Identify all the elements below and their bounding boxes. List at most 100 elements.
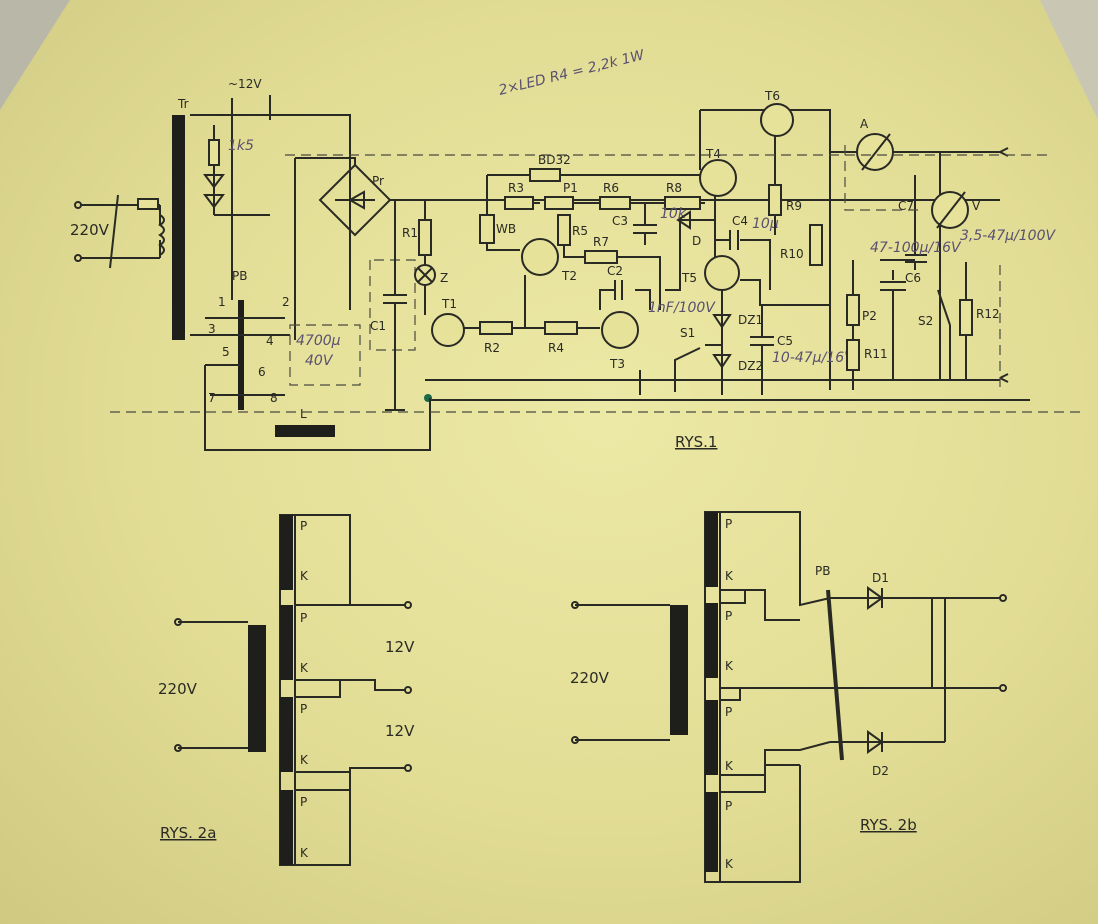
pin-3: 3 bbox=[208, 322, 216, 336]
c7-label: C7 bbox=[898, 199, 914, 213]
pb-label: PB bbox=[232, 269, 247, 283]
resistor-bd bbox=[529, 168, 561, 182]
primary-core bbox=[670, 605, 688, 735]
t2-label: T2 bbox=[561, 269, 577, 283]
winding-k: K bbox=[300, 661, 309, 675]
rys2a-12v-label-1: 12V bbox=[385, 638, 415, 656]
resistor-r3 bbox=[504, 196, 534, 210]
transformer-label: Tr bbox=[177, 97, 189, 111]
s2-label: S2 bbox=[918, 314, 933, 328]
rys2b-mains-label: 220V bbox=[570, 669, 610, 687]
c1-label: C1 bbox=[370, 319, 386, 333]
dz2-label: DZ2 bbox=[738, 359, 763, 373]
ammeter-label: A bbox=[860, 117, 869, 131]
rys2b-caption: RYS. 2b bbox=[860, 816, 917, 834]
rys2a-12v-label-2: 12V bbox=[385, 722, 415, 740]
winding-p: P bbox=[300, 795, 307, 809]
transistor-t1 bbox=[431, 313, 465, 347]
pin-8: 8 bbox=[270, 391, 278, 405]
d1-label: D1 bbox=[872, 571, 889, 585]
choke-label: L bbox=[300, 407, 307, 421]
rys2a-mains-label: 220V bbox=[158, 680, 198, 698]
resistor-r9 bbox=[768, 184, 782, 216]
switch-pb[interactable] bbox=[238, 300, 244, 410]
voltmeter-label: V bbox=[972, 199, 981, 213]
winding-k: K bbox=[300, 569, 309, 583]
resistor-r8 bbox=[664, 196, 701, 210]
winding-p: P bbox=[300, 519, 307, 533]
resistor-r10 bbox=[809, 224, 823, 266]
winding-k: K bbox=[725, 857, 734, 871]
pin-2: 2 bbox=[282, 295, 290, 309]
main-cap-voltage: 40V bbox=[305, 353, 334, 369]
pin-5: 5 bbox=[222, 345, 230, 359]
c7-value: 3,5-47μ/100V bbox=[960, 228, 1056, 244]
t3-label: T3 bbox=[609, 357, 625, 371]
primary-core bbox=[248, 625, 266, 752]
fuse bbox=[137, 198, 159, 210]
dz1-label: DZ1 bbox=[738, 313, 763, 327]
r9-label: R9 bbox=[786, 199, 802, 213]
p1-label: P1 bbox=[563, 181, 578, 195]
potentiometer-p2[interactable] bbox=[846, 294, 860, 326]
r7-label: R7 bbox=[593, 235, 609, 249]
rys1-caption: RYS.1 bbox=[675, 433, 717, 451]
lamp-label: Z bbox=[440, 271, 448, 285]
t5-label: T5 bbox=[681, 271, 697, 285]
c6-label: C6 bbox=[905, 271, 921, 285]
winding-p: P bbox=[725, 517, 732, 531]
rys1-circuit: 220V Tr ~12V 1k5 PB 1 2 3 4 5 6 7 8 L Pr… bbox=[70, 77, 1080, 451]
switch-wb[interactable] bbox=[479, 214, 495, 244]
winding-k: K bbox=[725, 569, 734, 583]
resistor-r6 bbox=[599, 196, 631, 210]
resistor-r11 bbox=[846, 339, 860, 371]
ac12-label: ~12V bbox=[228, 77, 262, 91]
c6-value: 47-100μ/16V bbox=[870, 240, 962, 256]
handwritten-note: 2×LED R4 = 2,2k 1W bbox=[497, 47, 647, 99]
winding-p: P bbox=[725, 799, 732, 813]
switch-s1[interactable] bbox=[674, 344, 722, 385]
rys2b-pb-label: PB bbox=[815, 564, 830, 578]
c4-label: C4 bbox=[732, 214, 748, 228]
pin-1: 1 bbox=[218, 295, 226, 309]
background-corner bbox=[0, 0, 70, 110]
winding-k: K bbox=[300, 846, 309, 860]
transistor-t4 bbox=[699, 159, 737, 197]
c2-value: 1nF/100V bbox=[648, 300, 716, 316]
led-resistor bbox=[208, 139, 220, 166]
r2-label: R2 bbox=[484, 341, 500, 355]
c5-value: 10-47μ/16V bbox=[772, 350, 855, 366]
resistor-r12 bbox=[959, 299, 973, 336]
p2-label: P2 bbox=[862, 309, 877, 323]
winding-k: K bbox=[300, 753, 309, 767]
r1-label: R1 bbox=[402, 226, 418, 240]
s1-label: S1 bbox=[680, 326, 695, 340]
c2-label: C2 bbox=[607, 264, 623, 278]
switch-s2[interactable] bbox=[937, 289, 951, 380]
c4-value: 10μ bbox=[752, 216, 779, 232]
potentiometer-p1[interactable] bbox=[544, 196, 574, 210]
pin-6: 6 bbox=[258, 365, 266, 379]
t4-label: T4 bbox=[705, 147, 721, 161]
pin-4: 4 bbox=[266, 334, 274, 348]
t1-label: T1 bbox=[441, 297, 457, 311]
r12-label: R12 bbox=[976, 307, 1000, 321]
choke-l bbox=[275, 425, 335, 437]
led-resistor-label: 1k5 bbox=[228, 138, 254, 154]
winding-p: P bbox=[300, 702, 307, 716]
transformer-core bbox=[172, 115, 185, 340]
main-cap-value: 4700μ bbox=[296, 333, 341, 349]
r4-label: R4 bbox=[548, 341, 564, 355]
resistor-r2 bbox=[479, 321, 513, 335]
c3-label: C3 bbox=[612, 214, 628, 228]
rys2a-caption: RYS. 2a bbox=[160, 824, 216, 842]
mains-label: 220V bbox=[70, 221, 110, 239]
winding-p: P bbox=[725, 705, 732, 719]
winding-p: P bbox=[300, 611, 307, 625]
bridge-label: Pr bbox=[372, 174, 384, 188]
r11-label: R11 bbox=[864, 347, 888, 361]
winding-k: K bbox=[725, 759, 734, 773]
r10-label: R10 bbox=[780, 247, 804, 261]
